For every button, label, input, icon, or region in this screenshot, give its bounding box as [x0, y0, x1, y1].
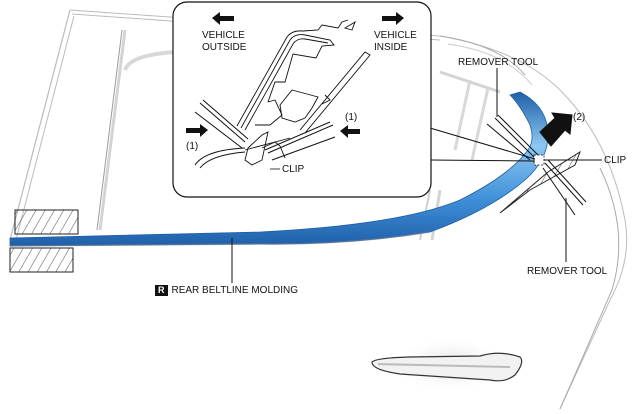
- inset-detail: [172, 1, 432, 198]
- label-step1-left: (1): [186, 141, 199, 152]
- step1-arrow-left: [186, 124, 208, 137]
- hatched-wedge: [499, 150, 582, 214]
- label-remover-tool-top: REMOVER TOOL: [458, 57, 539, 68]
- label-vehicle-outside: VEHICLE OUTSIDE: [202, 30, 246, 54]
- label-vehicle-inside-line1: VEHICLE: [374, 30, 417, 41]
- molding-name: REAR BELTLINE MOLDING: [171, 285, 299, 296]
- label-vehicle-outside-line1: VEHICLE: [202, 30, 245, 41]
- step1-arrow-right: [340, 125, 360, 138]
- label-step1-right: (1): [345, 112, 358, 123]
- label-vehicle-inside: VEHICLE INSIDE: [374, 30, 417, 54]
- vehicle-inside-arrow: [382, 12, 404, 25]
- label-vehicle-inside-line2: INSIDE: [374, 42, 408, 53]
- leader-inset-upper: [429, 127, 536, 160]
- door-handle: [371, 352, 523, 382]
- label-remover-tool-bottom: REMOVER TOOL: [527, 266, 608, 277]
- remover-tool-upper: [486, 114, 541, 161]
- hatched-tape-upper: [14, 209, 79, 235]
- label-clip: CLIP: [604, 155, 627, 166]
- vehicle-outside-arrow: [212, 12, 234, 25]
- label-step-2: (2): [573, 112, 586, 123]
- molding-badge: R: [155, 285, 168, 296]
- label-inset-clip: CLIP: [282, 164, 305, 175]
- hatched-tape-lower: [9, 247, 74, 273]
- leader-inset-lower: [429, 159, 536, 162]
- label-vehicle-outside-line2: OUTSIDE: [202, 42, 247, 53]
- clip-marker: [533, 154, 545, 166]
- pull-direction-arrow: [539, 112, 573, 147]
- remover-tool-lower: [542, 159, 587, 216]
